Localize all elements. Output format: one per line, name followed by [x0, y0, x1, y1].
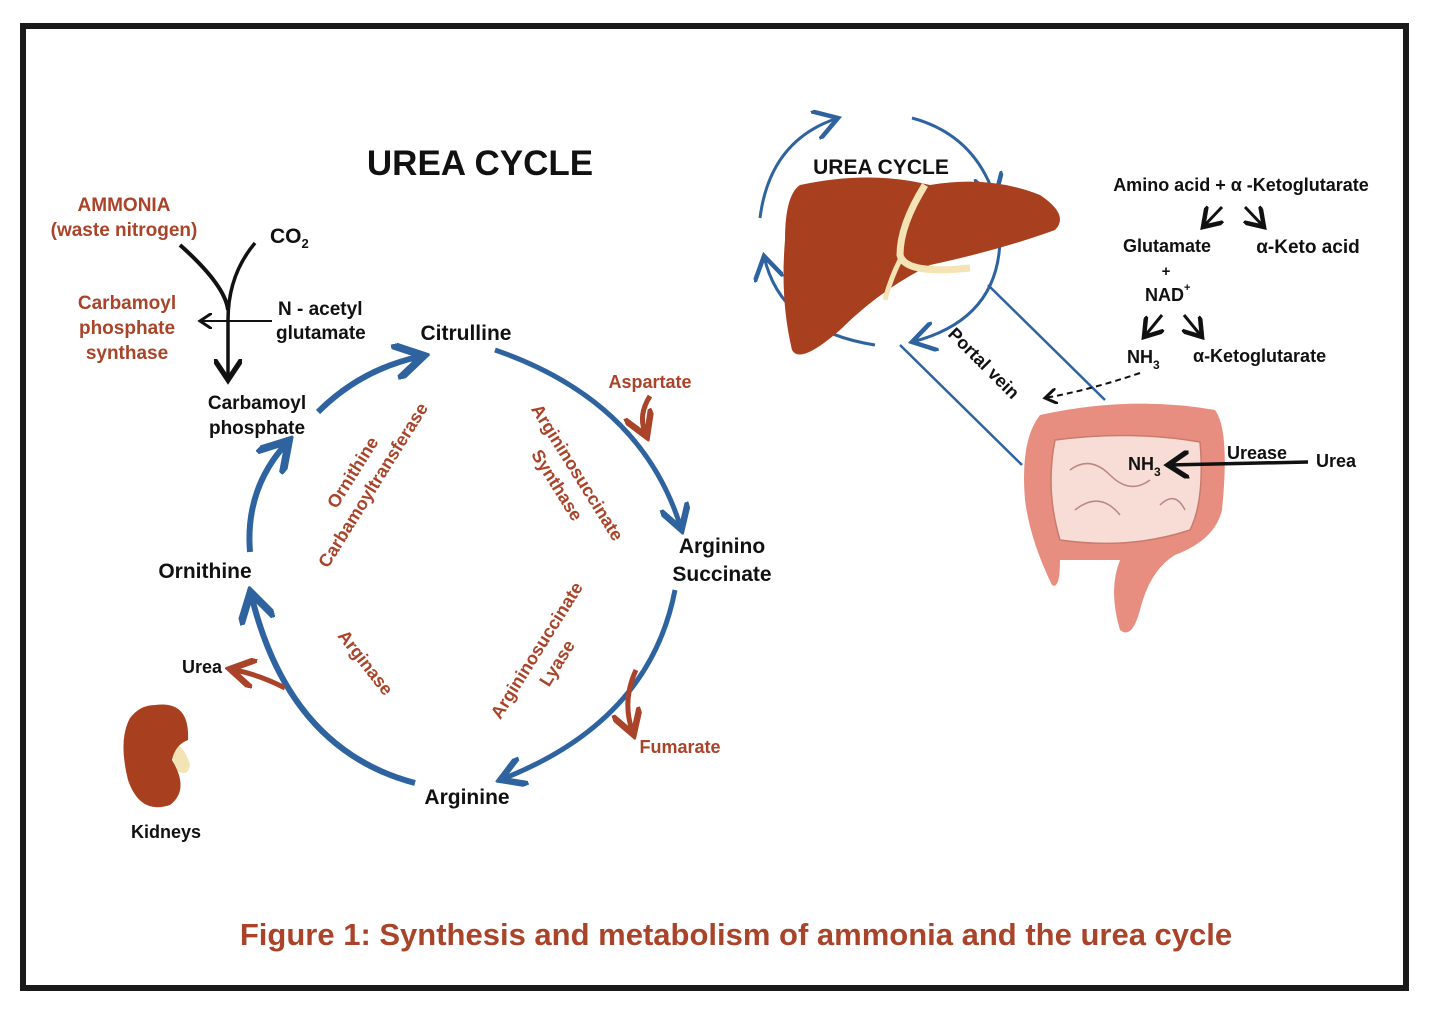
nh3-dashed-arrow [1045, 372, 1141, 398]
fumarate-label: Fumarate [639, 737, 720, 757]
liver-illustration [783, 177, 1060, 355]
svg-text:synthase: synthase [86, 343, 168, 364]
arrow-to-alpha-kg [1184, 314, 1202, 337]
kidney-illustration [123, 704, 190, 808]
kidneys-label: Kidneys [131, 822, 201, 842]
nad-label: NAD+ [1145, 282, 1190, 305]
fumarate-arrow [628, 668, 636, 730]
cycle-title: UREA CYCLE [367, 144, 593, 183]
svg-text:glutamate: glutamate [276, 323, 366, 344]
nag-label: N - acetyl glutamate [276, 299, 366, 344]
ammonia-sublabel: (waste nitrogen) [51, 220, 198, 241]
co2-label: CO2 [270, 225, 309, 251]
svg-text:N - acetyl: N - acetyl [278, 299, 362, 320]
arrow-carbamoyl-to-citrulline [315, 357, 418, 415]
portal-vein-line-lower [899, 344, 1023, 466]
ammonia-label: AMMONIA [78, 195, 171, 216]
nh3-label: NH3 [1127, 347, 1160, 372]
arginino-succinate-label: Arginino Succinate [672, 535, 771, 586]
urea-arrow [235, 670, 287, 691]
portal-vein-line-upper [987, 284, 1106, 401]
co2-arrow [228, 241, 257, 380]
figure-caption: Figure 1: Synthesis and metabolism of am… [240, 917, 1232, 952]
glutamate-label: Glutamate [1123, 236, 1211, 256]
svg-text:Carbamoyl: Carbamoyl [208, 393, 306, 414]
amino-acid-line: Amino acid + α -Ketoglutarate [1113, 175, 1369, 195]
arrow-ornithine-to-carbamoyl [246, 445, 285, 553]
right-cycle-arc-bottom [912, 239, 1002, 342]
urease-label: Urease [1227, 443, 1287, 463]
alpha-ketoglutarate-label: α-Ketoglutarate [1193, 346, 1326, 366]
right-cycle-label: UREA CYCLE [813, 156, 949, 179]
arginine-label: Arginine [424, 786, 509, 809]
aspartate-label: Aspartate [608, 372, 691, 392]
svg-text:Carbamoyl: Carbamoyl [78, 293, 176, 314]
urea-label: Urea [182, 657, 223, 677]
svg-text:Arginino: Arginino [679, 535, 765, 558]
arrow-arginine-to-ornithine [252, 598, 416, 786]
arrow-to-nh3 [1144, 314, 1162, 337]
gut-urea-label: Urea [1316, 451, 1357, 471]
citrulline-label: Citrulline [420, 322, 511, 345]
arrow-argininosuccinate-to-arginine [505, 589, 678, 778]
arrow-to-glutamate [1203, 207, 1222, 227]
right-cycle-arc-top [758, 118, 838, 219]
plus-sign: + [1162, 263, 1171, 280]
arrow-to-keto-acid [1245, 207, 1264, 227]
svg-text:phosphate: phosphate [209, 418, 305, 439]
svg-text:phosphate: phosphate [79, 318, 175, 339]
gut-nh3-label: NH3 [1128, 454, 1161, 479]
ornithine-label: Ornithine [158, 560, 251, 583]
cps-enzyme-label: Carbamoyl phosphate synthase [78, 293, 176, 364]
aspartate-arrow [642, 394, 650, 432]
alpha-keto-acid-label: α-Keto acid [1256, 237, 1360, 258]
svg-text:Succinate: Succinate [672, 563, 771, 586]
arrow-citrulline-to-argininosuccinate [494, 347, 680, 525]
carbamoyl-phosphate-label: Carbamoyl phosphate [208, 393, 306, 439]
ammonia-arrow [178, 243, 230, 311]
urea-to-nh3-arrow [1168, 462, 1309, 465]
